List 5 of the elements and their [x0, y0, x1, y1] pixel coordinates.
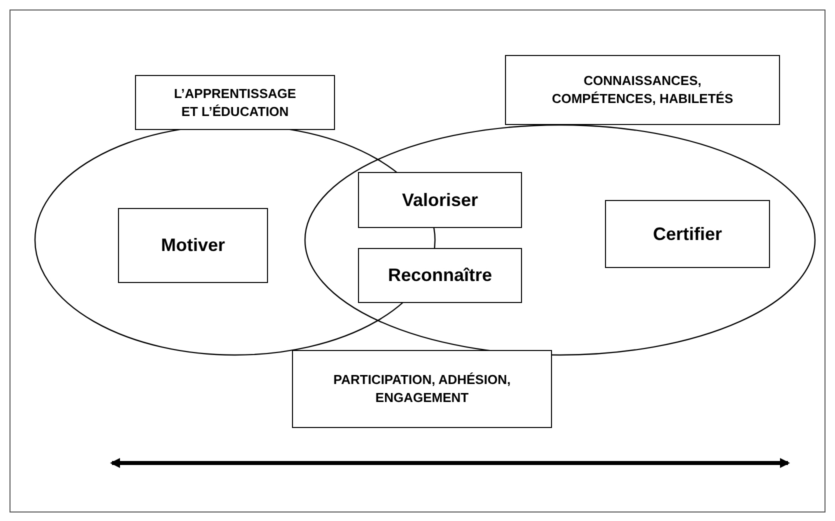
text-box: CONNAISSANCES, COMPÉTENCES, HABILETÉS: [505, 55, 780, 125]
text-box: Certifier: [605, 200, 770, 268]
text-box: PARTICIPATION, ADHÉSION, ENGAGEMENT: [292, 350, 552, 428]
text-box: L’APPRENTISSAGE ET L’ÉDUCATION: [135, 75, 335, 130]
text-box: Motiver: [118, 208, 268, 283]
